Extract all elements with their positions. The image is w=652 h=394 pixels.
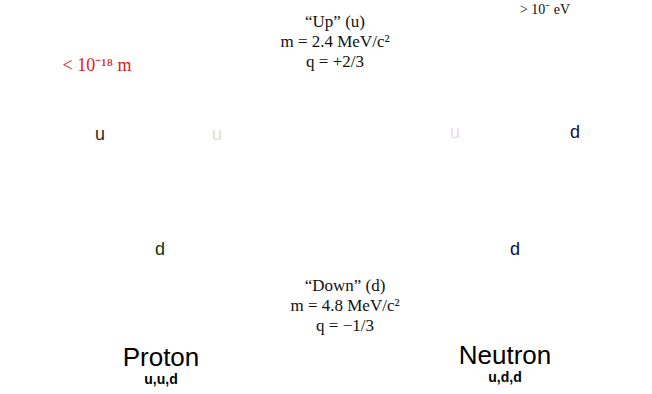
quark-letter: u — [95, 124, 105, 144]
quark-content: u,d,d — [290, 369, 652, 385]
hadron-sphere — [340, 32, 650, 342]
hadron-circle: Protonu,u,duud — [5, 32, 317, 344]
quark-letter: d — [155, 239, 165, 259]
quark-ball: u — [169, 82, 265, 178]
quark-property: q = −1/3 — [316, 316, 374, 335]
gluon-spring — [175, 170, 196, 202]
hadron-sphere — [5, 32, 317, 344]
gluon-spring — [471, 171, 493, 206]
gluon-spring — [531, 168, 553, 203]
quark-ball: d — [467, 197, 563, 293]
quark-property: “Up” (u) — [305, 12, 365, 31]
quark-letter: u — [212, 124, 222, 144]
quark-content: u,u,d — [0, 371, 377, 387]
quark-ball: d — [112, 197, 208, 293]
quark-property: > 10⁻ eV — [520, 2, 570, 17]
particle-name: Proton — [0, 343, 377, 371]
quark-letter: d — [570, 122, 580, 142]
quark-property: q = +2/3 — [306, 52, 364, 71]
quark-letter: u — [450, 122, 460, 142]
quark-ball: d — [527, 80, 623, 176]
quark-ball: u — [52, 82, 148, 178]
quark-letter: d — [510, 239, 520, 259]
gluon-spring — [502, 128, 529, 137]
particle-name: Neutron — [290, 341, 652, 369]
quark-property: m = 4.8 MeV/c² — [290, 296, 399, 315]
hadron-circle: Neutronu,d,dudd — [340, 32, 650, 342]
quark-property: m = 2.4 MeV/c² — [280, 32, 389, 51]
quark-ball: u — [407, 80, 503, 176]
gluon-spring — [147, 130, 170, 139]
size-label: < 10⁻¹⁸ m — [63, 55, 132, 75]
gluon-spring — [116, 172, 138, 205]
quark-property: “Down” (d) — [305, 276, 386, 295]
